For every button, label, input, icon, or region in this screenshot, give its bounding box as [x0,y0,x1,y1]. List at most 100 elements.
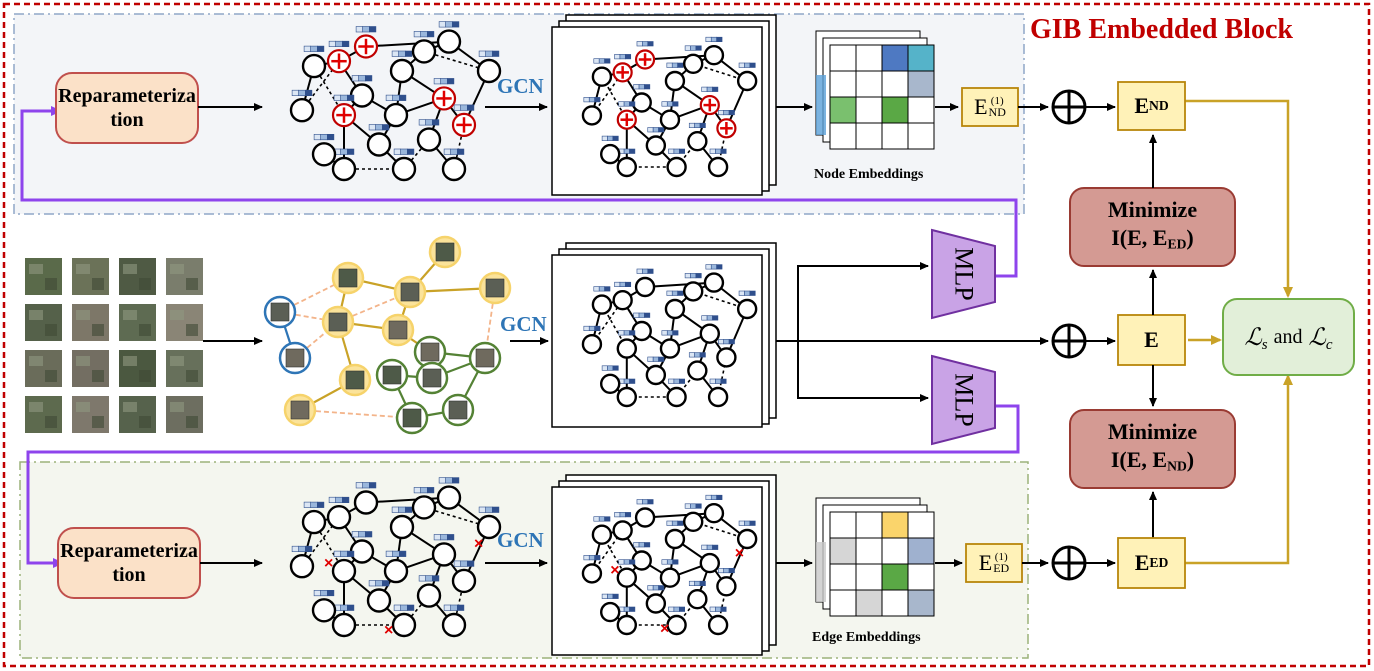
matrix-cell [829,96,857,124]
feature-vector-cell [326,589,335,597]
feature-vector-cell [701,86,708,92]
feature-vector-cell [658,585,665,591]
feature-vector-cell [588,555,595,561]
image-patch-texture [29,402,43,412]
feature-vector-cell [633,312,640,318]
feature-vector-cell [614,281,621,288]
feature-vector-cell [333,550,342,557]
patch-thumbnail [400,282,420,302]
feature-vector-cell [446,534,455,541]
feature-vector-cell [647,585,654,591]
feature-vector-cell [604,58,611,64]
graph-edge-dashed [301,60,340,111]
graph-node [707,156,729,178]
graph-node [736,528,758,550]
graph-node [591,524,613,545]
feature-vector-cell [647,127,654,133]
end-box [1117,81,1186,131]
feature-vector-cell [666,101,673,107]
graph-node [389,58,415,84]
feature-vector-cell [623,101,630,107]
matrix-cell [881,563,909,591]
feature-vector-cell [699,122,706,128]
image-patch-texture [92,416,104,428]
feature-vector-cell [728,567,735,574]
feature-vector-cell [385,550,394,557]
feature-vector-cell [310,45,318,52]
graph-node [441,612,467,638]
feature-vector-cell [688,580,695,587]
masked-node-graph-top [289,21,502,182]
feature-vector-cell [355,26,364,33]
feature-vector-cell [404,506,413,513]
patch-thumbnail [422,368,442,388]
gcn-output-stack-top [551,14,777,196]
feature-vector-cell [612,365,619,371]
image-patch-texture [45,416,57,428]
graph-node [612,520,633,541]
feature-vector-cell [619,512,626,518]
feature-vector-cell [351,75,360,82]
image-patch-texture [170,264,184,274]
graph-node [659,109,681,130]
edge-mask-cross: × [735,545,744,562]
feature-vector-cell [443,148,452,155]
feature-vector-cell [723,110,730,116]
feature-vector-cell [638,542,645,548]
feature-vector-cell [690,273,697,279]
graph-node [331,612,357,638]
patch-thumbnail [290,400,310,420]
feature-vector-cell [612,135,619,141]
feature-vector-cell [346,550,355,557]
feature-vector-cell [661,330,668,336]
mlp-top [931,228,996,320]
feature-vector-cell [456,604,465,611]
image-patch-texture [139,278,151,290]
feature-vector-cell [328,40,337,48]
graph-node [699,323,720,344]
feature-vector-cell [598,286,605,292]
graph-node [383,558,409,584]
graph-node [301,509,327,535]
patch-thumbnail [475,348,495,368]
image-patch-texture [45,278,57,290]
graph-node [687,589,708,610]
feature-vector-cell [320,134,328,141]
feature-vector-cell [346,94,355,101]
image-patch-texture [186,324,198,336]
graph-node [391,612,417,638]
feature-vector-cell [710,36,717,43]
feature-vector-cell [647,268,654,274]
feature-vector-cell [625,54,632,60]
masked-edge-graph-bottom: ××× [289,477,502,639]
patch-thumbnail [328,312,348,332]
feature-vector-cell [431,575,440,582]
graph-node [645,364,667,386]
patch-thumbnail [285,348,305,368]
graph-edge [644,54,715,61]
feature-vector-cell [355,482,364,489]
feature-vector-cell [705,36,712,43]
graph-node [581,334,603,355]
feature-vector-cell [652,127,659,133]
feature-vector-cell [460,560,468,567]
feature-vector-cell [728,110,735,116]
image-patch-texture [29,264,43,274]
feature-vector-cell [705,494,712,501]
matrix-cell [907,563,935,591]
feature-vector-cell [668,606,675,612]
feature-vector-cell [594,97,601,103]
feature-vector-cell [712,86,719,92]
feature-vector-cell [678,606,685,612]
feature-vector-cell [723,567,730,574]
feature-vector-cell [738,290,745,296]
feature-vector-cell [614,512,621,518]
graph-node [391,156,417,182]
graph-node [616,338,637,359]
feature-vector-cell [316,501,325,508]
feature-vector-cell [619,281,626,288]
graph-edge [365,40,450,48]
graph-edge [644,512,715,519]
graph-node [716,347,737,368]
